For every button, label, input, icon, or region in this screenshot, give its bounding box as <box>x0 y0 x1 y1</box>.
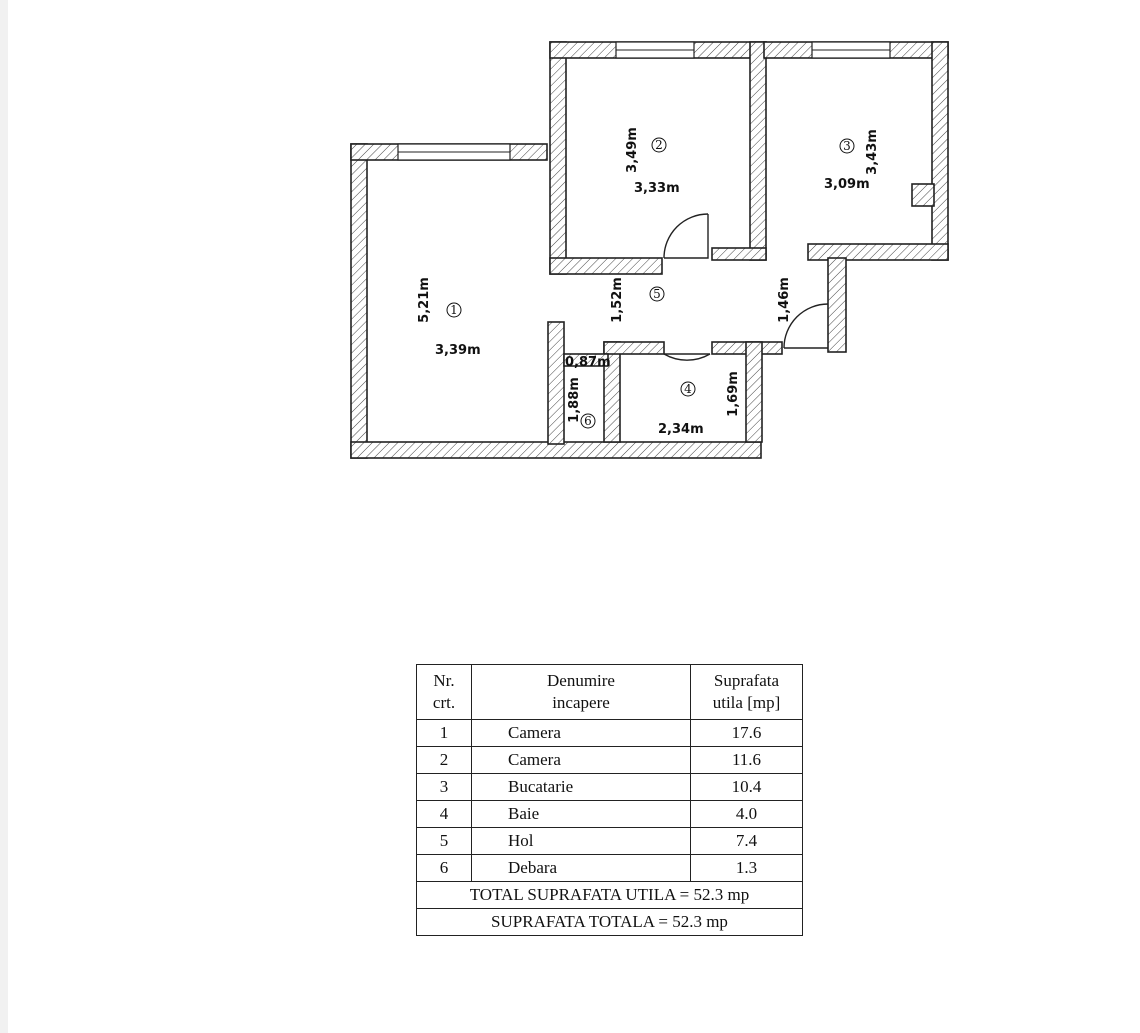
svg-text:3,43m: 3,43m <box>865 129 880 175</box>
window-room-2 <box>615 41 695 59</box>
svg-text:3,09m: 3,09m <box>824 177 870 192</box>
room-6-label: 6 0,87m 1,88m <box>565 355 611 429</box>
header-nr: Nr.crt. <box>416 664 472 720</box>
window-room-1 <box>397 143 511 161</box>
table-row: 3 Bucatarie 10.4 <box>416 773 803 801</box>
cell-name: Camera <box>471 719 691 747</box>
cell-name: Baie <box>471 800 691 828</box>
svg-text:2: 2 <box>655 138 663 152</box>
cell-area: 11.6 <box>690 746 803 774</box>
door-entrance <box>783 303 829 349</box>
room-4-label: 4 2,34m 1,69m <box>658 371 741 437</box>
svg-text:3: 3 <box>843 139 851 153</box>
door-room-4 <box>663 353 711 361</box>
svg-text:3,33m: 3,33m <box>634 181 680 196</box>
cell-name: Camera <box>471 746 691 774</box>
cell-area: 10.4 <box>690 773 803 801</box>
total-area-row: SUPRAFATA TOTALA = 52.3 mp <box>416 908 803 936</box>
cell-nr: 6 <box>416 854 472 882</box>
svg-text:2,34m: 2,34m <box>658 422 704 437</box>
svg-text:5: 5 <box>653 287 661 301</box>
svg-text:1,69m: 1,69m <box>726 371 741 417</box>
total-useful-row: TOTAL SUPRAFATA UTILA = 52.3 mp <box>416 881 803 909</box>
svg-text:6: 6 <box>584 414 592 428</box>
cell-area: 7.4 <box>690 827 803 855</box>
room-1-label: 1 3,39m 5,21m <box>417 277 481 358</box>
page-edge-strip <box>0 0 8 1033</box>
svg-text:4: 4 <box>684 382 692 396</box>
floor-plan: 1 3,39m 5,21m 2 3,33m 3,49m 3 3,09m 3,43… <box>350 41 949 459</box>
room-2-walls <box>549 41 767 275</box>
room-3-label: 3 3,09m 3,43m <box>824 129 880 192</box>
room-5-label: 5 1,52m 1,46m <box>610 277 792 323</box>
table-row: 5 Hol 7.4 <box>416 827 803 855</box>
svg-text:1,46m: 1,46m <box>777 277 792 323</box>
window-room-3 <box>811 41 891 59</box>
cell-name: Bucatarie <box>471 773 691 801</box>
cell-nr: 2 <box>416 746 472 774</box>
room-4-walls <box>563 341 783 443</box>
door-room-2 <box>663 213 709 259</box>
svg-text:1,88m: 1,88m <box>567 377 582 423</box>
table-row: 4 Baie 4.0 <box>416 800 803 828</box>
svg-text:1,52m: 1,52m <box>610 277 625 323</box>
cell-area: 1.3 <box>690 854 803 882</box>
svg-text:5,21m: 5,21m <box>417 277 432 323</box>
svg-text:3,49m: 3,49m <box>625 127 640 173</box>
cell-name: Debara <box>471 854 691 882</box>
table-row: 1 Camera 17.6 <box>416 719 803 747</box>
cell-nr: 3 <box>416 773 472 801</box>
table-row: 2 Camera 11.6 <box>416 746 803 774</box>
room-2-label: 2 3,33m 3,49m <box>625 127 680 196</box>
cell-nr: 4 <box>416 800 472 828</box>
cell-name: Hol <box>471 827 691 855</box>
total-useful: TOTAL SUPRAFATA UTILA = 52.3 mp <box>416 881 803 909</box>
svg-text:0,87m: 0,87m <box>565 355 611 370</box>
room-3-walls <box>763 41 949 353</box>
cell-nr: 1 <box>416 719 472 747</box>
total-area: SUPRAFATA TOTALA = 52.3 mp <box>416 908 803 936</box>
cell-area: 17.6 <box>690 719 803 747</box>
svg-text:3,39m: 3,39m <box>435 343 481 358</box>
svg-text:1: 1 <box>450 303 458 317</box>
cell-area: 4.0 <box>690 800 803 828</box>
cell-nr: 5 <box>416 827 472 855</box>
table-row: 6 Debara 1.3 <box>416 854 803 882</box>
